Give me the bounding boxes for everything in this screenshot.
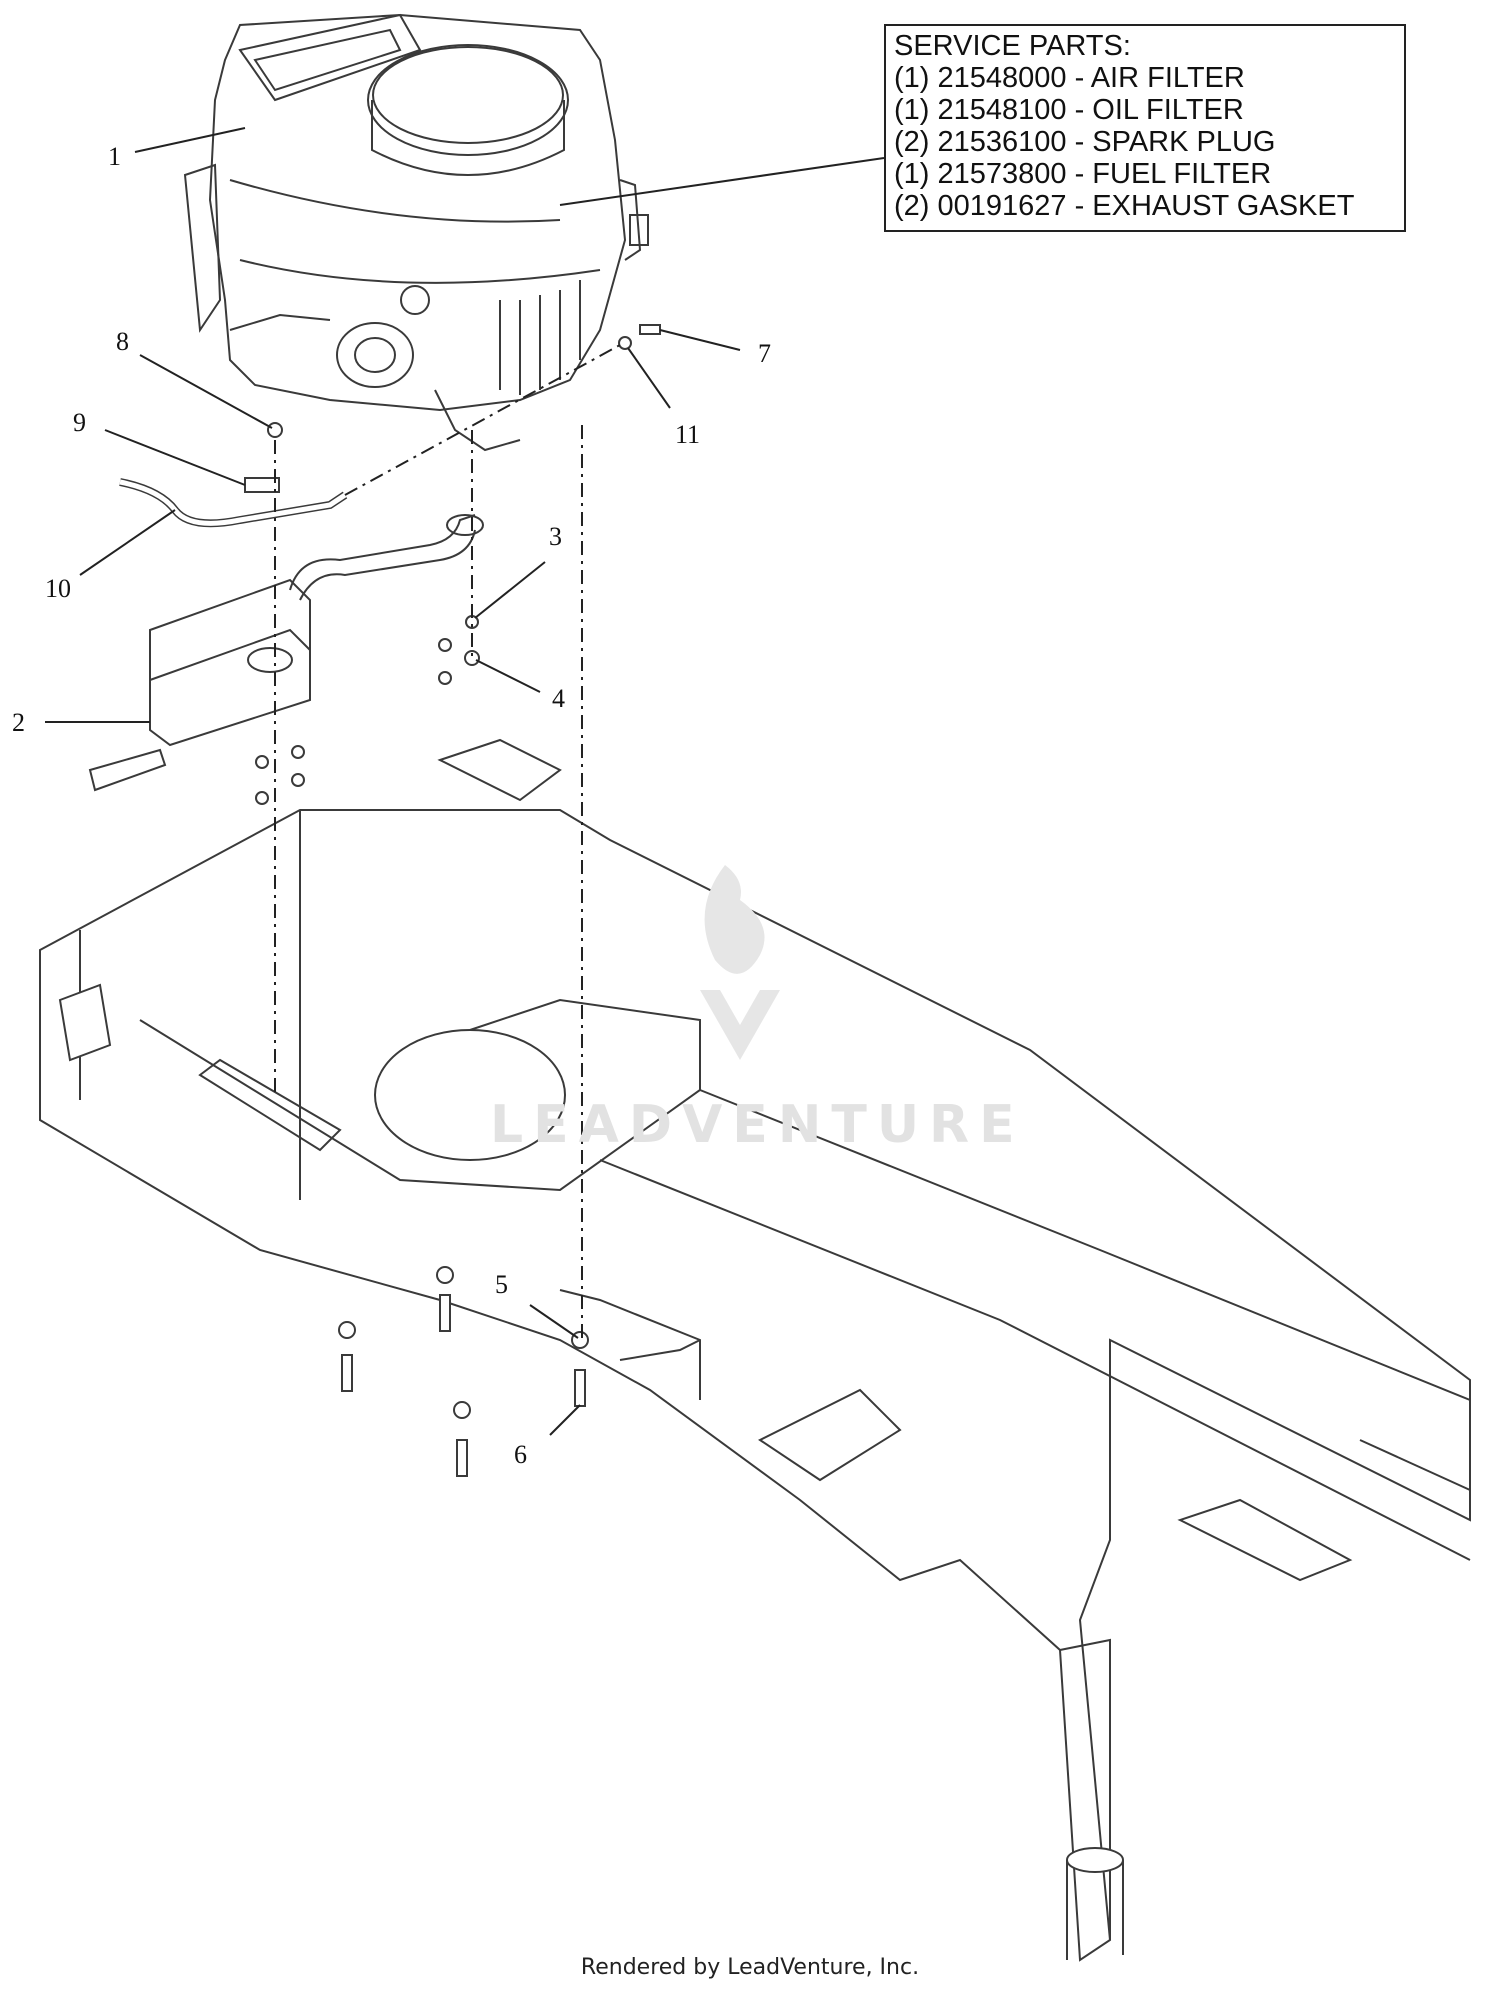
frame bbox=[39, 738, 1471, 1962]
service-part-item: (2) 00191627 - EXHAUST GASKET bbox=[894, 190, 1355, 222]
hardware-bolt-part-7 bbox=[639, 324, 661, 335]
hardware-washer-part-11 bbox=[618, 336, 632, 350]
service-part-item: (2) 21536100 - SPARK PLUG bbox=[894, 126, 1276, 158]
callout-6: 6 bbox=[514, 1440, 527, 1469]
callout-7: 7 bbox=[758, 339, 771, 368]
muffler-part-2 bbox=[88, 514, 484, 792]
service-part-item: (1) 21548100 - OIL FILTER bbox=[894, 94, 1244, 126]
callout-5: 5 bbox=[495, 1270, 508, 1299]
callout-9: 9 bbox=[73, 408, 86, 437]
service-parts-box: SERVICE PARTS: (1) 21548000 - AIR FILTER… bbox=[884, 24, 1406, 232]
service-part-item: (1) 21548000 - AIR FILTER bbox=[894, 62, 1245, 94]
callout-4: 4 bbox=[552, 684, 565, 713]
callout-1: 1 bbox=[108, 142, 121, 171]
callout-3: 3 bbox=[549, 522, 562, 551]
fuel-line-part-10 bbox=[119, 478, 348, 528]
hardware-screw-part-8 bbox=[267, 422, 283, 438]
service-part-item: (1) 21573800 - FUEL FILTER bbox=[894, 158, 1272, 190]
callout-10: 10 bbox=[45, 574, 71, 603]
hardware-nut-part-4 bbox=[464, 650, 480, 666]
clamp-part-9 bbox=[244, 477, 280, 493]
callout-11: 11 bbox=[675, 420, 701, 449]
callout-2: 2 bbox=[12, 708, 25, 737]
engine-part-1 bbox=[183, 13, 649, 452]
footer-credit: Rendered by LeadVenture, Inc. bbox=[580, 1955, 920, 1980]
service-parts-title: SERVICE PARTS: bbox=[894, 30, 1131, 62]
callout-8: 8 bbox=[116, 327, 129, 356]
watermark-text: LEADVENTURE bbox=[490, 1095, 1025, 1155]
hardware bbox=[255, 324, 661, 1477]
hardware-bolt-part-6 bbox=[574, 1369, 586, 1407]
